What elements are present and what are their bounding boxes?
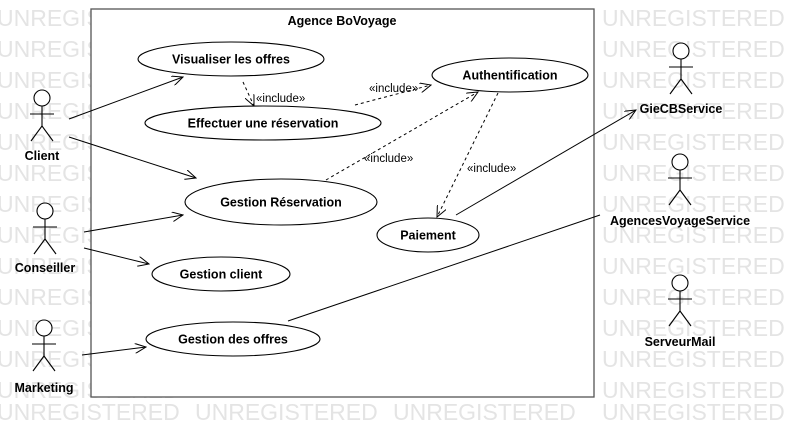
assoc-conseiller-gestion-reservation[interactable] — [83, 215, 183, 233]
actor-label: GieCBService — [640, 102, 723, 116]
watermark-text: UNREGISTERED — [602, 67, 785, 93]
use-case-label: Gestion client — [180, 268, 263, 282]
include-label: «include» — [256, 93, 305, 105]
watermark-text: UNREGISTERED — [393, 399, 576, 425]
include-gestion-reservation-authentification[interactable] — [325, 92, 478, 181]
actor-icon — [671, 153, 689, 171]
include-label: «include» — [467, 163, 516, 175]
actor-label: Marketing — [14, 381, 73, 395]
assoc-client-visualiser[interactable] — [68, 77, 183, 120]
actor-conseiller[interactable]: Conseiller — [15, 202, 76, 275]
watermark-text: UNREGISTERED — [0, 399, 180, 425]
use-case-label: Visualiser les offres — [172, 53, 290, 67]
assoc-marketing-gestion-offres[interactable] — [81, 347, 146, 356]
use-case-visualiser[interactable]: Visualiser les offres — [137, 41, 325, 77]
watermark-text: UNREGISTERED — [602, 346, 785, 372]
use-case-label: Authentification — [462, 69, 557, 83]
actor-marketing[interactable]: Marketing — [14, 319, 74, 395]
include-dependencies — [242, 81, 499, 217]
associations — [68, 77, 636, 356]
watermark-text: UNREGISTERED — [602, 315, 785, 341]
use-case-gestion-reservation[interactable]: Gestion Réservation — [184, 178, 378, 226]
use-case-label: Effectuer une réservation — [188, 117, 339, 131]
include-label: «include» — [369, 83, 418, 95]
actor-agencesvoyageservice[interactable]: AgencesVoyageService — [610, 153, 750, 228]
actor-label: Client — [25, 149, 61, 163]
watermark-text: UNREGISTERED — [602, 191, 785, 217]
include-effectuer-authentification[interactable] — [354, 85, 431, 106]
watermark-text: UNREGISTERED — [602, 399, 785, 425]
assoc-paiement-giecb[interactable] — [455, 110, 636, 216]
actor-icon — [671, 274, 689, 292]
use-case-authentification[interactable]: Authentification — [431, 57, 589, 93]
actor-giecbservice[interactable]: GieCBService — [640, 42, 723, 116]
actor-client[interactable]: Client — [25, 89, 61, 163]
actor-icon — [36, 202, 54, 220]
use-case-gestion-client[interactable]: Gestion client — [151, 256, 291, 292]
actor-label: ServeurMail — [645, 335, 716, 349]
system-title: Agence BoVoyage — [288, 14, 397, 28]
watermark-text: UNREGISTERED — [602, 129, 785, 155]
assoc-client-gestion-reservation[interactable] — [68, 136, 196, 178]
watermark-text: UNREGISTERED — [602, 36, 785, 62]
use-case-paiement[interactable]: Paiement — [376, 217, 480, 253]
include-authentification-paiement[interactable] — [437, 92, 499, 217]
assoc-conseiller-gestion-client[interactable] — [83, 247, 149, 264]
watermark-text: UNREGISTERED — [602, 160, 785, 186]
watermark-text: UNREGISTERED — [602, 253, 785, 279]
actor-icon — [33, 89, 51, 107]
actor-icon — [672, 42, 690, 60]
include-visualiser-effectuer[interactable] — [242, 81, 254, 106]
use-case-label: Gestion Réservation — [220, 196, 342, 210]
watermark-text: UNREGISTERED — [602, 284, 785, 310]
use-case-label: Gestion des offres — [178, 333, 288, 347]
actor-label: AgencesVoyageService — [610, 214, 750, 228]
watermark-text: UNREGISTERED — [195, 399, 378, 425]
include-label: «include» — [364, 153, 413, 165]
use-case-label: Paiement — [400, 229, 456, 243]
use-case-gestion-offres[interactable]: Gestion des offres — [145, 321, 321, 357]
use-case-effectuer[interactable]: Effectuer une réservation — [144, 105, 382, 141]
assoc-offres-agences[interactable] — [287, 214, 601, 322]
actor-icon — [35, 319, 53, 337]
watermark-text: UNREGISTERED — [602, 5, 785, 31]
actor-serveurmail[interactable]: ServeurMail — [645, 274, 716, 349]
watermark-text: UNREGISTERED — [602, 222, 785, 248]
actor-label: Conseiller — [15, 261, 76, 275]
watermark-text: UNREGISTERED — [602, 377, 785, 403]
